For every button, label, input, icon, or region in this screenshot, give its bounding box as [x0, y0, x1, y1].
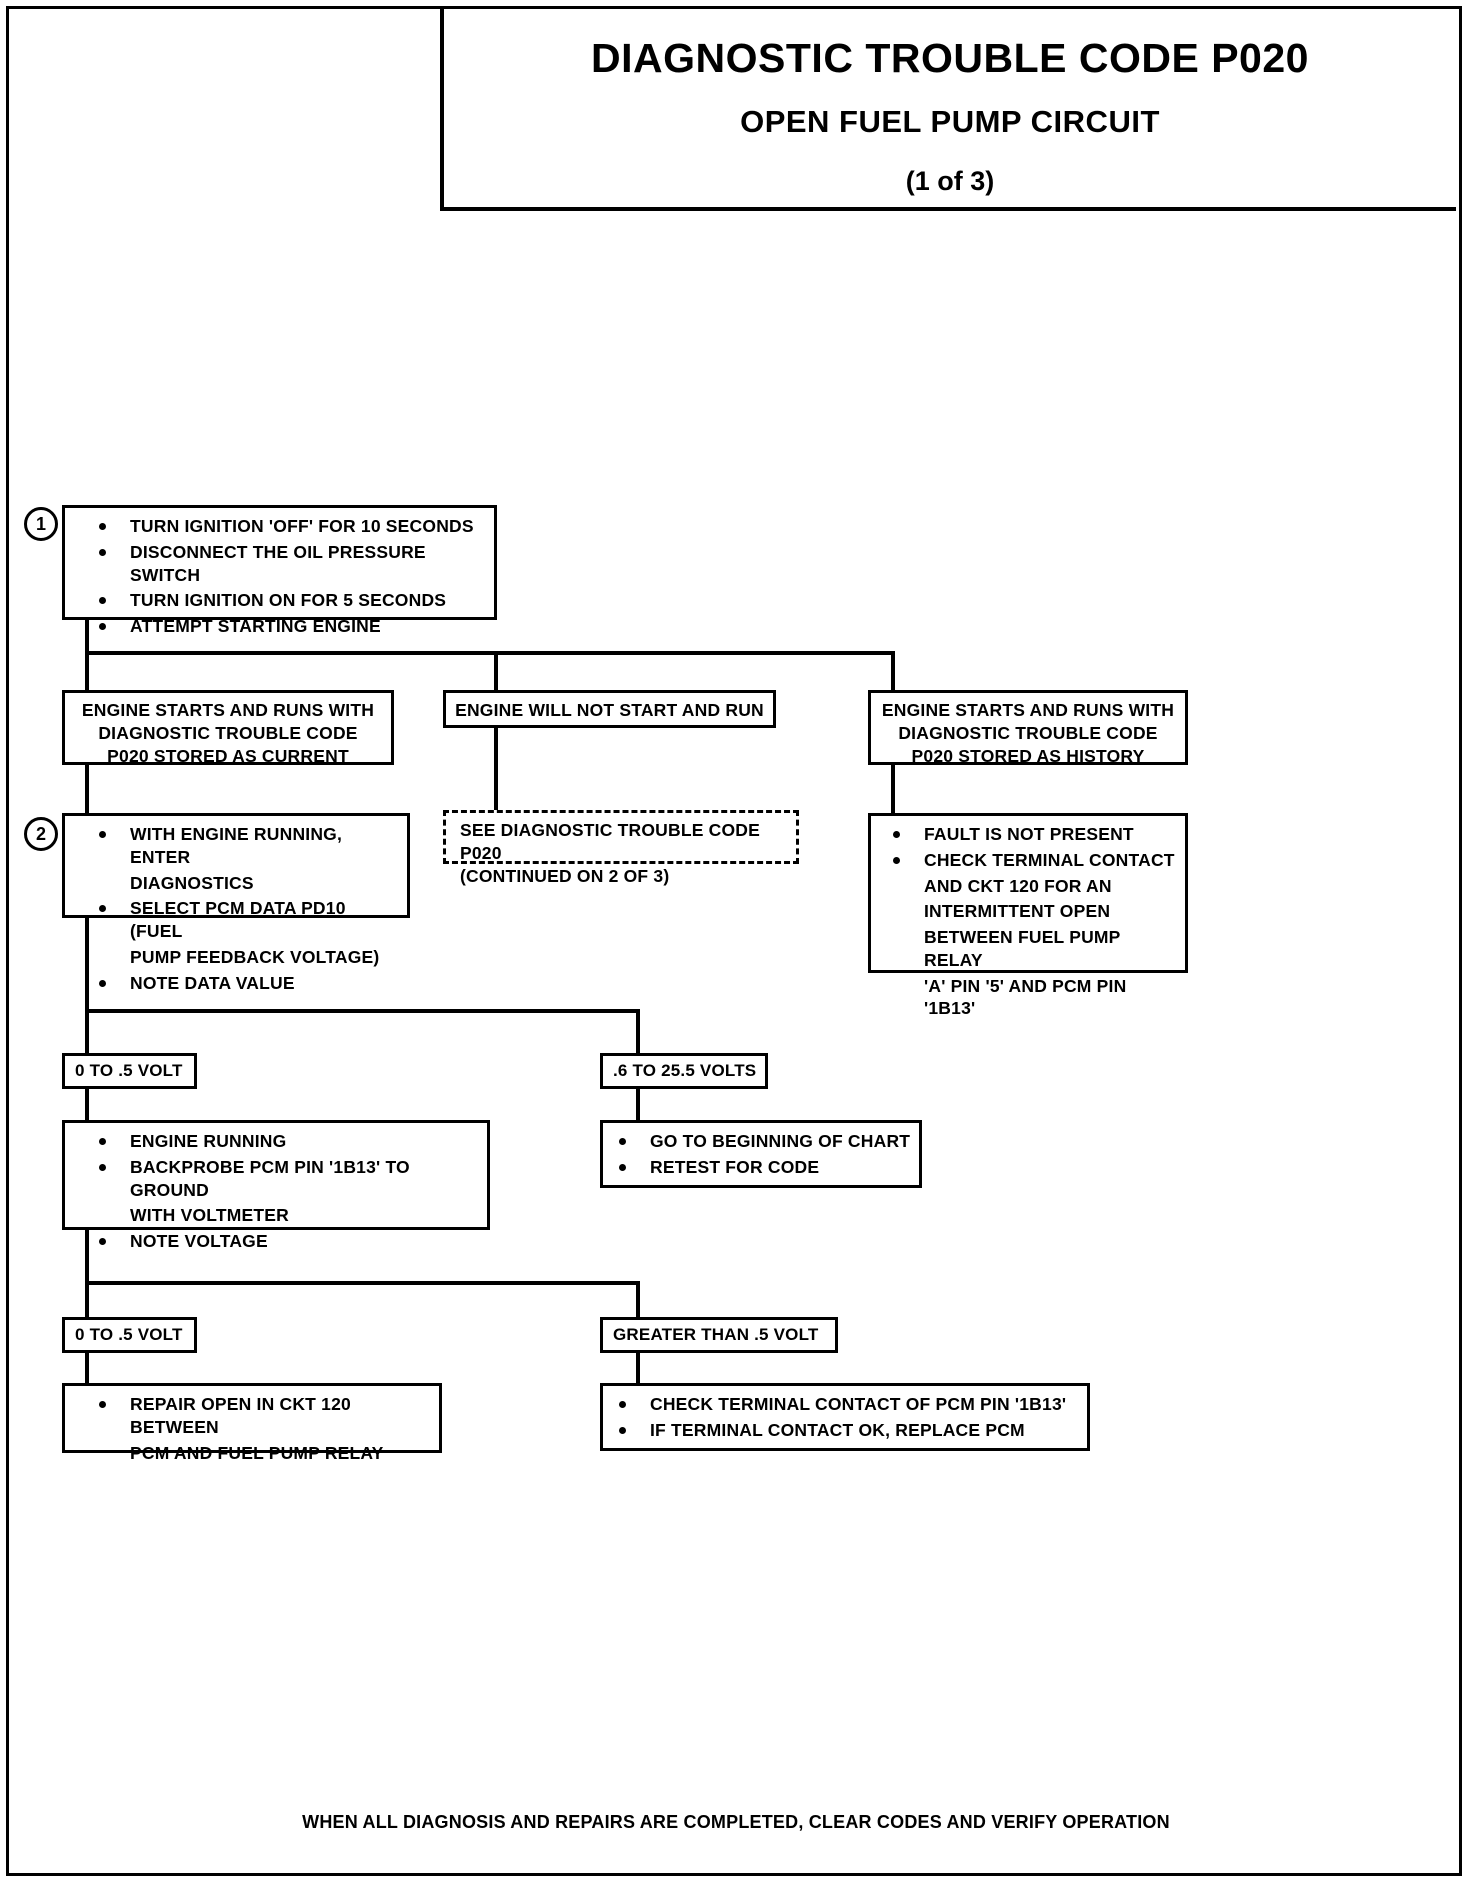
- list-item: NOTE VOLTAGE: [95, 1230, 481, 1253]
- label-0-to-half-volt-2: 0 TO .5 VOLT: [62, 1317, 197, 1353]
- page-number-label: (1 of 3): [905, 166, 995, 196]
- step-marker-1: 1: [24, 507, 58, 541]
- node-engine-starts-history: ENGINE STARTS AND RUNS WITH DIAGNOSTIC T…: [868, 690, 1188, 766]
- repair-open-list: REPAIR OPEN IN CKT 120 BETWEEN PCM AND F…: [65, 1386, 439, 1473]
- list-item: GO TO BEGINNING OF CHART: [615, 1130, 913, 1153]
- check-terminal-list: CHECK TERMINAL CONTACT OF PCM PIN '1B13'…: [603, 1386, 1087, 1451]
- list-item-cont: 'A' PIN '5' AND PCM PIN '1B13': [924, 975, 1127, 1019]
- connector-branch-bus: [85, 651, 895, 655]
- list-item: REPAIR OPEN IN CKT 120 BETWEEN: [95, 1393, 433, 1439]
- connector-branch-mid-down: [494, 651, 498, 691]
- label-0-to-half-volt-1: 0 TO .5 VOLT: [62, 1053, 197, 1089]
- list-item-cont: WITH VOLTMETER: [130, 1205, 289, 1226]
- text-line: DIAGNOSTIC TROUBLE CODE: [98, 722, 358, 743]
- history-actions-list: FAULT IS NOT PRESENT CHECK TERMINAL CONT…: [871, 816, 1185, 1029]
- text-line: SEE DIAGNOSTIC TROUBLE CODE P020: [460, 820, 761, 863]
- list-item-cont: PUMP FEEDBACK VOLTAGE): [130, 946, 380, 967]
- list-item: BACKPROBE PCM PIN '1B13' TO GROUND: [95, 1156, 481, 1202]
- node-engine-running-backprobe: ENGINE RUNNING BACKPROBE PCM PIN '1B13' …: [62, 1120, 490, 1251]
- page-border: [6, 6, 1462, 1876]
- step1-list: TURN IGNITION 'OFF' FOR 10 SECONDS DISCO…: [65, 508, 494, 647]
- node-continued-reference: SEE DIAGNOSTIC TROUBLE CODE P020 (CONTIN…: [443, 810, 799, 886]
- connector-branch-right-down: [891, 651, 895, 691]
- footer-note: WHEN ALL DIAGNOSIS AND REPAIRS ARE COMPL…: [302, 1812, 1170, 1832]
- text-line: ENGINE STARTS AND RUNS WITH: [881, 700, 1175, 720]
- list-item: FAULT IS NOT PRESENT: [889, 823, 1179, 846]
- connector-voltage-bus-1: [85, 1009, 640, 1013]
- title-block: DIAGNOSTIC TROUBLE CODE P020 OPEN FUEL P…: [440, 9, 1456, 211]
- connector-backprobe-down: [85, 1230, 89, 1285]
- text-line: (CONTINUED ON 2 OF 3): [460, 865, 670, 886]
- node-repair-open: REPAIR OPEN IN CKT 120 BETWEEN PCM AND F…: [62, 1383, 442, 1463]
- list-item-cont: DIAGNOSTICS: [130, 872, 254, 893]
- list-item: NOTE DATA VALUE: [95, 972, 401, 995]
- step2-list: WITH ENGINE RUNNING, ENTER DIAGNOSTICS S…: [65, 816, 407, 1003]
- text-line: P020 STORED AS HISTORY: [911, 745, 1145, 766]
- connector-step1-down: [85, 620, 89, 655]
- connector-branch-left-down: [85, 651, 89, 691]
- list-item: ATTEMPT STARTING ENGINE: [95, 615, 488, 638]
- connector-voltlabel-left-down-1: [85, 1089, 89, 1122]
- engine-running-list: ENGINE RUNNING BACKPROBE PCM PIN '1B13' …: [65, 1123, 487, 1262]
- list-item: TURN IGNITION ON FOR 5 SECONDS: [95, 589, 488, 612]
- connector-voltage-right-down-1: [636, 1009, 640, 1055]
- connector-voltage-left-down-1: [85, 1009, 89, 1055]
- list-item-cont: BETWEEN FUEL PUMP RELAY: [924, 927, 1121, 970]
- connector-voltlabel-left-down-2: [85, 1353, 89, 1385]
- list-item: TURN IGNITION 'OFF' FOR 10 SECONDS: [95, 515, 488, 538]
- page-subtitle: OPEN FUEL PUMP CIRCUIT: [740, 104, 1160, 139]
- text-line: P020 STORED AS CURRENT: [107, 745, 349, 766]
- step-marker-2: 2: [24, 817, 58, 851]
- connector-voltage-bus-2: [85, 1281, 640, 1285]
- text-line: ENGINE STARTS AND RUNS WITH: [81, 700, 375, 720]
- list-item: SELECT PCM DATA PD10 (FUEL: [95, 897, 401, 943]
- connector-left-to-step2: [85, 765, 89, 815]
- list-item: CHECK TERMINAL CONTACT: [889, 849, 1179, 872]
- list-item-cont: INTERMITTENT OPEN: [924, 901, 1111, 922]
- list-item: ENGINE RUNNING: [95, 1130, 481, 1153]
- text-line: ENGINE WILL NOT START AND RUN: [455, 700, 764, 720]
- list-item: IF TERMINAL CONTACT OK, REPLACE PCM: [615, 1419, 1081, 1442]
- list-item: DISCONNECT THE OIL PRESSURE SWITCH: [95, 541, 488, 587]
- node-goto-beginning: GO TO BEGINNING OF CHART RETEST FOR CODE: [600, 1120, 922, 1188]
- connector-voltlabel-right-down-2: [636, 1353, 640, 1385]
- list-item: WITH ENGINE RUNNING, ENTER: [95, 823, 401, 869]
- connector-mid-to-continued: [494, 728, 498, 810]
- list-item-cont: PCM AND FUEL PUMP RELAY: [130, 1442, 384, 1463]
- list-item-cont: AND CKT 120 FOR AN: [924, 875, 1112, 896]
- node-step1-actions: TURN IGNITION 'OFF' FOR 10 SECONDS DISCO…: [62, 505, 497, 636]
- label-point6-to-25-volts: .6 TO 25.5 VOLTS: [600, 1053, 768, 1089]
- list-item: CHECK TERMINAL CONTACT OF PCM PIN '1B13': [615, 1393, 1081, 1416]
- text-line: DIAGNOSTIC TROUBLE CODE: [898, 722, 1158, 743]
- connector-voltlabel-right-down-1: [636, 1089, 640, 1122]
- connector-right-to-actions: [891, 765, 895, 815]
- node-step2-actions: WITH ENGINE RUNNING, ENTER DIAGNOSTICS S…: [62, 813, 410, 993]
- node-history-actions: FAULT IS NOT PRESENT CHECK TERMINAL CONT…: [868, 813, 1188, 1018]
- node-engine-starts-current: ENGINE STARTS AND RUNS WITH DIAGNOSTIC T…: [62, 690, 394, 766]
- connector-step2-down: [85, 918, 89, 1013]
- label-greater-than-half-volt: GREATER THAN .5 VOLT: [600, 1317, 838, 1353]
- list-item: RETEST FOR CODE: [615, 1156, 913, 1179]
- connector-voltage-left-down-2: [85, 1281, 89, 1319]
- connector-voltage-right-down-2: [636, 1281, 640, 1319]
- goto-beginning-list: GO TO BEGINNING OF CHART RETEST FOR CODE: [603, 1123, 919, 1188]
- node-check-terminal-contact: CHECK TERMINAL CONTACT OF PCM PIN '1B13'…: [600, 1383, 1090, 1451]
- page-title: DIAGNOSTIC TROUBLE CODE P020: [591, 35, 1309, 81]
- node-engine-will-not-start: ENGINE WILL NOT START AND RUN: [443, 690, 776, 728]
